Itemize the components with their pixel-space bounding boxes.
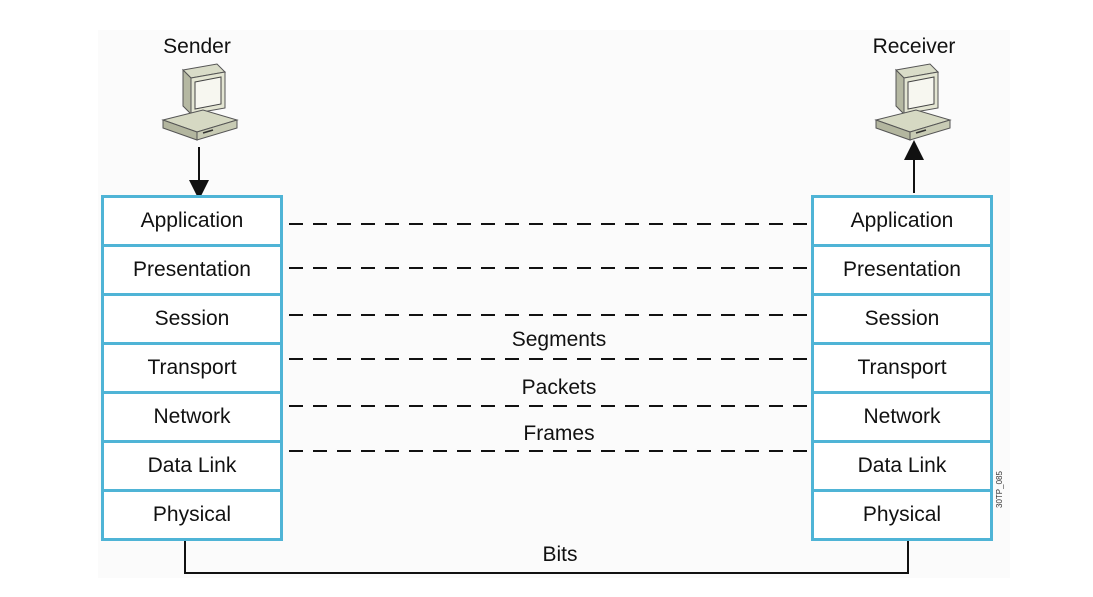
sender-layer-physical: Physical bbox=[104, 489, 280, 538]
sender-layer-network: Network bbox=[104, 391, 280, 440]
sender-layer-session: Session bbox=[104, 293, 280, 342]
receiver-layer-data-link: Data Link bbox=[814, 440, 990, 489]
receiver-label: Receiver bbox=[872, 35, 956, 58]
receiver-layer-session: Session bbox=[814, 293, 990, 342]
sender-computer-icon bbox=[161, 63, 239, 141]
sender-layer-presentation: Presentation bbox=[104, 244, 280, 293]
sender-label: Sender bbox=[163, 35, 231, 58]
receiver-layer-presentation: Presentation bbox=[814, 244, 990, 293]
figure-code: 30TP_085 bbox=[995, 471, 1004, 508]
bits-physical-line bbox=[184, 538, 909, 574]
frames-label: Frames bbox=[523, 422, 595, 445]
bits-label: Bits bbox=[542, 543, 578, 566]
receiver-layer-physical: Physical bbox=[814, 489, 990, 538]
receiver-computer-icon bbox=[874, 63, 952, 141]
receiver-osi-stack: Application Presentation Session Transpo… bbox=[811, 195, 993, 541]
receiver-layer-transport: Transport bbox=[814, 342, 990, 391]
sender-layer-transport: Transport bbox=[104, 342, 280, 391]
sender-layer-application: Application bbox=[140, 209, 244, 232]
receiver-layer-application: Application bbox=[850, 209, 954, 232]
sender-layer-data-link: Data Link bbox=[104, 440, 280, 489]
receiver-layer-network: Network bbox=[814, 391, 990, 440]
packets-label: Packets bbox=[521, 376, 597, 399]
segments-label: Segments bbox=[511, 328, 607, 351]
sender-osi-stack: Application Presentation Session Transpo… bbox=[101, 195, 283, 541]
